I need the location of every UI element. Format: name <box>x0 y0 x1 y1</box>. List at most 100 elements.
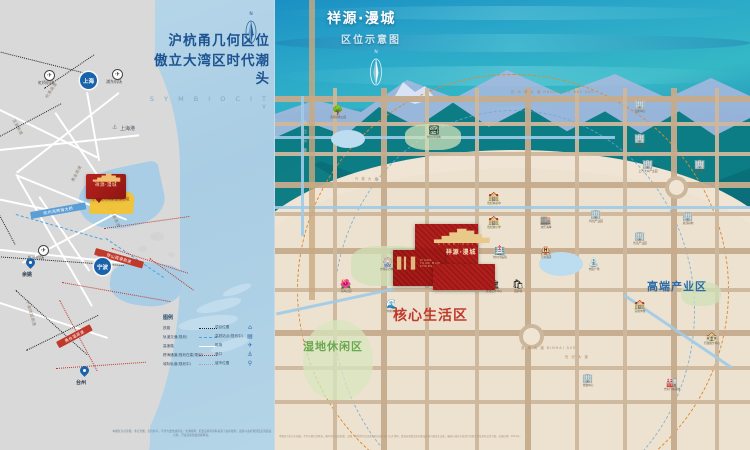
poi-label: 万豪酒店 <box>540 255 552 259</box>
legend-symbol-highway <box>199 344 217 350</box>
poi-icon: 🏭 <box>666 378 678 388</box>
decorative-strip <box>309 0 315 300</box>
poi-item[interactable]: 🏥杭州湾医院 <box>487 246 513 259</box>
poi-label: 文化艺术中心 <box>485 289 503 293</box>
poi-label: 中央水系 <box>386 309 398 313</box>
poi-item[interactable]: 🏞杭州湾湿地 <box>421 126 447 139</box>
poi-item[interactable]: 🌊中央水系 <box>379 300 405 313</box>
legend-row: 高铁站点(规划中) ▤ <box>215 332 255 341</box>
project-site-block[interactable]: ▂▄▆█▇▅▃ S Y M B I O C I T Y 祥源·漫城 ▌▎▌ XI… <box>393 224 495 290</box>
poi-item[interactable]: 🏤行政服务中心 <box>699 332 725 345</box>
poi-item[interactable]: ⛲市民广场 <box>581 258 607 271</box>
poi-item[interactable]: 🏢总部基地 <box>675 212 701 225</box>
city-marker-shanghai[interactable]: 上海 <box>80 72 97 89</box>
poi-item[interactable]: 🏢创新中心 <box>627 100 653 113</box>
legend-row: 城际轨道(规划中) <box>163 360 263 369</box>
legend-title: 图例 <box>163 315 174 321</box>
poi-item[interactable]: 🛍银泰城 <box>505 280 531 293</box>
highway-label: 滨 海 大 道 BINHAI AVE <box>521 346 577 350</box>
badge-pointer <box>95 198 103 203</box>
regional-map-panel: 沈海高速 杭甬高速 甬金高速 沪杭甬高速 甬台温高速 宁波绕城高速 杭州湾跨海大… <box>0 0 275 450</box>
canal-horizontal <box>275 206 750 209</box>
poi-label: 杭州湾湿地 <box>427 135 441 139</box>
site-title: 祥源·漫城 区位示意图 <box>327 8 401 46</box>
poi-label: 智造产业园 <box>633 241 647 245</box>
park-area <box>681 282 721 306</box>
roundabout <box>519 324 544 349</box>
poi-item[interactable]: 🏭吉利汽车基地 <box>659 378 685 391</box>
poi-item[interactable]: 🏢商务中心 <box>627 134 653 147</box>
sky-band <box>275 6 750 20</box>
street-horizontal <box>275 330 750 336</box>
regional-title-line2: 傲立大湾区时代潮头 <box>154 53 270 87</box>
street-horizontal <box>275 96 750 102</box>
poi-item[interactable]: 🏢金融中心 <box>575 374 601 387</box>
right-footer-disclaimer: 本图仅为区位示意图，不作为要约或承诺。图中所示周边配套、道路、规划等信息来源于相… <box>279 435 523 438</box>
poi-icon: 🏢 <box>590 210 602 220</box>
poi-item[interactable]: 🏬欢乐海岸 <box>533 216 559 229</box>
airport-label: 栎社机场 <box>28 255 44 260</box>
city-pin-taizhou[interactable] <box>78 364 91 378</box>
wetland-area <box>303 320 373 400</box>
highway-label: 杭 州 湾 大 道 HANGZHOU BAY AVE <box>511 90 595 94</box>
poi-item[interactable]: 🏫世纪城小学 <box>481 216 507 229</box>
island <box>150 232 164 241</box>
poi-item[interactable]: 🏢上汽大众产业园 <box>635 160 661 173</box>
poi-label: 创新中心 <box>634 109 646 113</box>
island <box>138 246 147 252</box>
park-area <box>405 124 461 150</box>
legend-row: 轨道交通(规划) <box>163 333 263 342</box>
poi-item[interactable]: 🌺滨海公园 <box>333 280 359 293</box>
poi-item[interactable]: 🏢智造产业园 <box>627 232 653 245</box>
lake-area <box>331 130 365 148</box>
poi-item[interactable]: 🏢研发中心 <box>687 160 713 173</box>
poi-item[interactable]: 🏫世纪城初中 <box>481 192 507 205</box>
poi-label: 吉利汽车基地 <box>663 387 681 391</box>
zone-label-core-living: 核心生活区 <box>393 308 468 324</box>
site-logo-en: S Y M B I O C I T Y <box>437 243 485 246</box>
canal-vertical <box>301 96 304 236</box>
poi-label: 方特东方神画 <box>379 267 397 271</box>
city-bubble-label: 宁波 <box>94 258 111 275</box>
zone-label-wetland: 湿地休闲区 <box>303 340 363 353</box>
port-icon: ⚓ <box>112 124 118 131</box>
poi-icon: 🏢 <box>634 100 646 110</box>
legend-label: 高铁站点(规划中) <box>215 334 243 338</box>
poi-icon: 🏢 <box>694 160 706 170</box>
site-title-sub: 区位示意图 <box>341 35 401 46</box>
project-marker-icon: ⌂ <box>248 324 252 331</box>
legend-row: 项目位置 ⌂ <box>215 323 255 332</box>
site-parcel-south <box>433 264 495 290</box>
highway-label: 世 纪 大 道 <box>565 355 589 359</box>
poi-icon: 🏬 <box>540 216 552 226</box>
legend-symbol-metro <box>199 335 217 341</box>
left-footer-disclaimer: 本图仅为示意图，非实景图，仅供参考，不作为要约或承诺。交通路网、配套设施等资料来… <box>112 430 272 437</box>
roundabout <box>665 176 688 199</box>
poi-label: 科创产业园 <box>589 219 603 223</box>
highway-label: 兴 慈 大 道 <box>355 177 379 181</box>
rail-station-icon: ▤ <box>247 333 253 340</box>
project-badge-name: 祥源·漫城 <box>95 183 117 188</box>
airport-icon: ✈ <box>38 245 49 256</box>
project-marker-badge[interactable]: ▂▄▆█▆▄ 祥源·漫城 <box>86 174 126 203</box>
island <box>168 252 175 257</box>
poi-icon: 🌺 <box>340 280 352 290</box>
poi-item[interactable]: 🎡方特东方神画 <box>375 258 401 271</box>
poi-icon: 🌳 <box>332 106 344 116</box>
city-marker-ningbo[interactable]: 宁波 <box>94 258 111 275</box>
poi-item[interactable]: 🌳滨海湿地公园 <box>325 106 351 119</box>
compass-north-label: N <box>249 12 253 17</box>
poi-icon: 🏤 <box>706 332 718 342</box>
street-horizontal <box>275 122 750 126</box>
poi-item[interactable]: 🏨万豪酒店 <box>533 246 559 259</box>
city-label: 余姚 <box>22 272 33 278</box>
city-pin-yuyao[interactable] <box>24 256 37 270</box>
poi-item[interactable]: 🏢科创产业园 <box>583 210 609 223</box>
site-logo-primary: ▂▄▆█▇▅▃ S Y M B I O C I T Y 祥源·漫城 <box>433 230 490 257</box>
poi-label: 欢乐海岸 <box>540 225 552 229</box>
poi-label: 世纪城小学 <box>487 225 501 229</box>
street-horizontal <box>275 182 750 188</box>
airport-label: 虹桥机场 <box>38 80 54 85</box>
poi-item[interactable]: 🏫实验学校 <box>627 300 653 313</box>
